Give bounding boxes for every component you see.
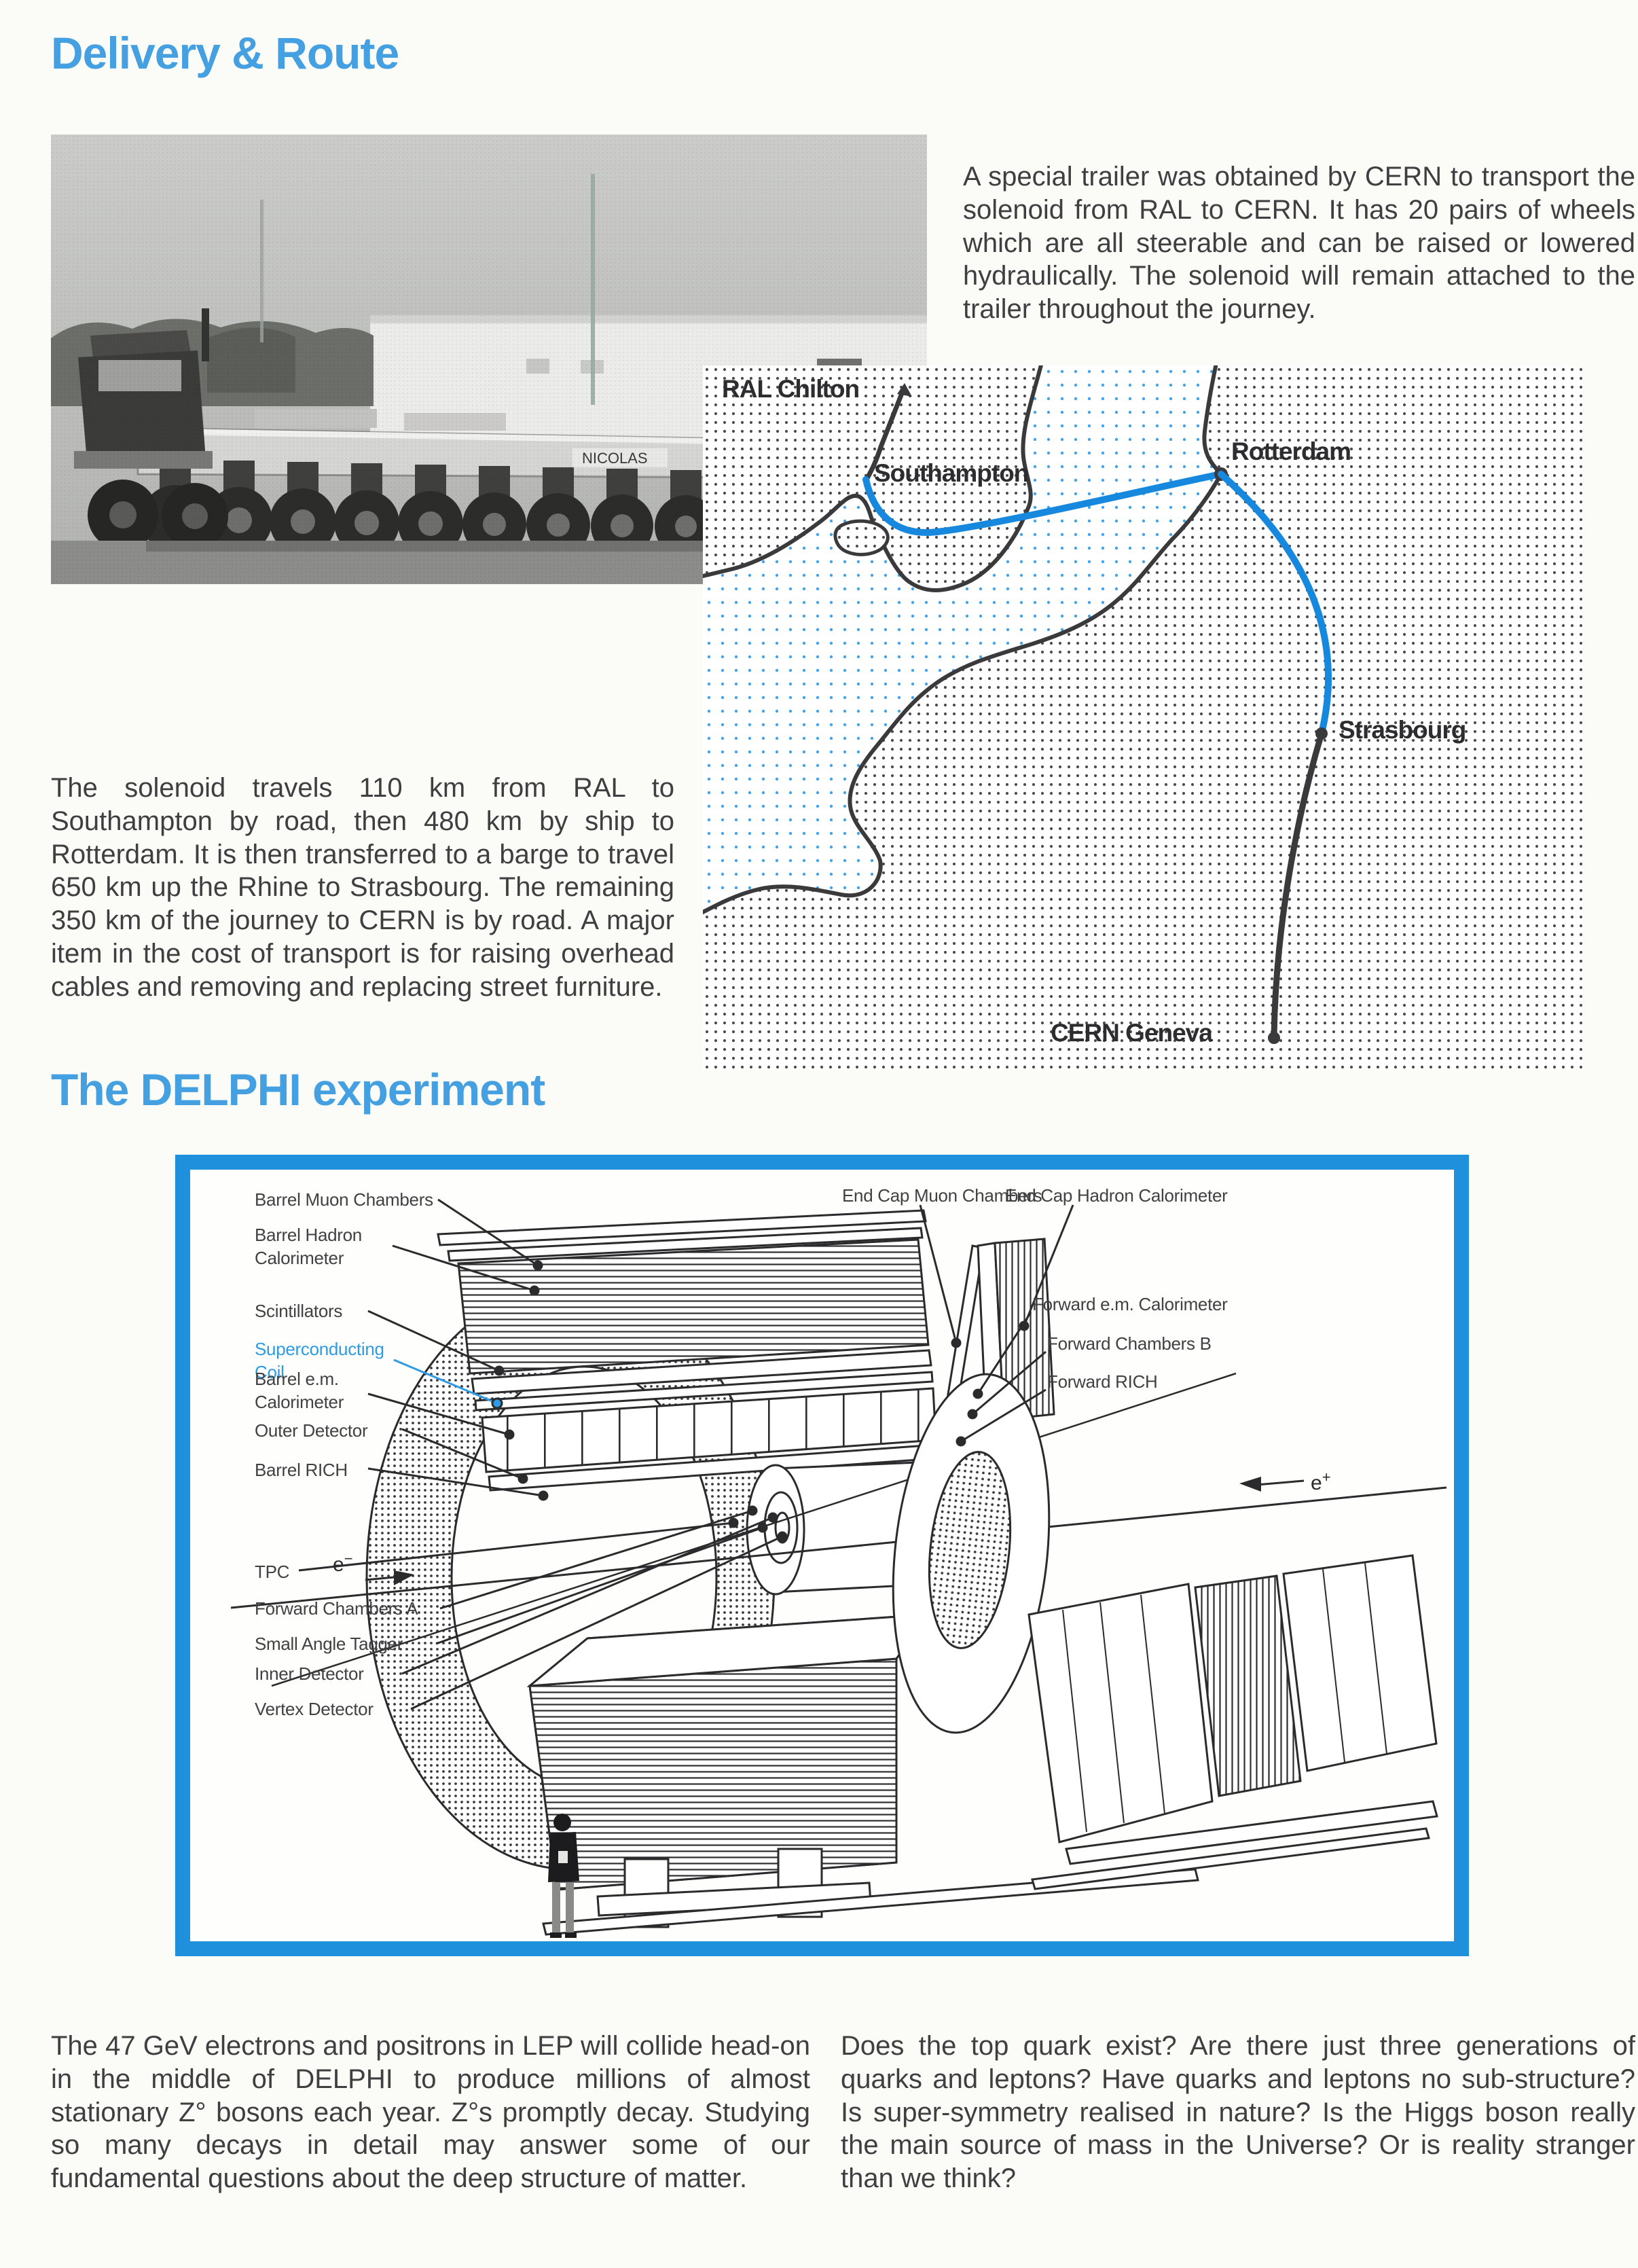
label-inner-detector: Inner Detector	[255, 1663, 364, 1684]
label-tpc: TPC	[255, 1562, 290, 1582]
map-coast-continent	[703, 365, 1224, 915]
positron-beam-arrow	[1239, 1477, 1261, 1492]
electron-arrow-shaft	[365, 1574, 410, 1581]
label-barrel-hadron-calorimeter: Barrel Hadron Calorimeter	[255, 1225, 362, 1268]
slab-line	[1364, 1562, 1387, 1754]
map-dot-cern	[1268, 1032, 1280, 1044]
label-superconducting-coil: Superconducting Coil	[255, 1339, 384, 1382]
positron-charge: +	[1322, 1469, 1331, 1486]
forward-slab-a	[1027, 1583, 1214, 1843]
trailer-intro-paragraph: A special trailer was obtained by CERN t…	[963, 162, 1635, 325]
slab-line	[1322, 1568, 1345, 1763]
bottom-left-paragraph: The 47 GeV electrons and positrons in LE…	[51, 2031, 810, 2194]
route-road-strasbourg-cern	[1271, 730, 1325, 1041]
floor-rail	[1031, 1827, 1430, 1890]
map-label-cern-geneva: CERN Geneva	[1051, 1019, 1213, 1047]
page-title-delivery-route: Delivery & Route	[51, 28, 399, 78]
label-outer-detector: Outer Detector	[255, 1420, 368, 1441]
route-ship-southampton-rotterdam	[862, 471, 1224, 536]
scintillator-band	[471, 1349, 932, 1395]
route-barge-rotterdam-strasbourg	[1218, 471, 1332, 737]
positron-beam-label: e+	[1311, 1469, 1331, 1495]
label-end-cap-hadron-calorimeter: End Cap Hadron Calorimeter	[1005, 1185, 1228, 1206]
label-barrel-muon-chambers: Barrel Muon Chambers	[255, 1189, 433, 1210]
label-forward-rich: Forward RICH	[1047, 1371, 1158, 1392]
scale-figure	[548, 1814, 579, 1938]
electron-charge: −	[344, 1550, 353, 1567]
label-end-cap-muon-chambers: End Cap Muon Chambers	[842, 1185, 1042, 1206]
label-small-angle-tagger: Small Angle Tagger	[255, 1634, 403, 1654]
forward-slab-striped	[1194, 1574, 1302, 1797]
endcap-disk-core	[928, 1451, 1012, 1649]
positron-symbol: e	[1311, 1472, 1322, 1494]
map-isle-of-wight	[833, 519, 890, 556]
label-vertex-detector: Vertex Detector	[255, 1699, 374, 1719]
electron-beam-label: e−	[333, 1550, 353, 1577]
label-forward-chambers-b: Forward Chambers B	[1047, 1333, 1212, 1354]
label-forward-em-calorimeter: Forward e.m. Calorimeter	[1032, 1294, 1228, 1314]
map-label-rotterdam: Rotterdam	[1231, 437, 1351, 465]
slab-line	[1099, 1602, 1125, 1824]
route-map: RAL Chilton Southampton Rotterdam Strasb…	[703, 365, 1582, 1070]
route-map-art	[703, 365, 1582, 1070]
slab-line	[1140, 1594, 1165, 1814]
beam-line-2	[271, 1372, 1237, 1687]
electron-symbol: e	[333, 1553, 344, 1576]
map-coast-england	[703, 365, 1043, 592]
lower-block-front	[528, 1657, 898, 1891]
map-label-southampton: Southampton	[874, 459, 1029, 487]
barrel-lid	[447, 1227, 924, 1262]
positron-arrow-shaft	[1256, 1479, 1305, 1486]
page-title-delphi-experiment: The DELPHI experiment	[51, 1064, 545, 1115]
electron-beam-arrow	[394, 1570, 414, 1585]
superconducting-coil-rod	[474, 1371, 934, 1411]
map-label-strasbourg: Strasbourg	[1339, 716, 1466, 744]
barrel-hadron-slab	[457, 1238, 930, 1375]
bottom-right-paragraph: Does the top quark exist? Are there just…	[841, 2031, 1635, 2194]
forward-slab-b	[1282, 1554, 1438, 1772]
delphi-diagram-art	[230, 1198, 1447, 1938]
route-arrow-ral	[897, 383, 912, 397]
leader-lines	[298, 1198, 1074, 1710]
floor-rail	[1065, 1800, 1438, 1865]
delphi-diagram-panel: Barrel Muon Chambers Barrel Hadron Calor…	[175, 1155, 1469, 1956]
barrel-muon-plank	[437, 1209, 927, 1246]
slab-line	[1062, 1609, 1087, 1833]
map-label-ral-chilton: RAL Chilton	[722, 375, 860, 403]
label-forward-chambers-a: Forward Chambers A	[255, 1598, 418, 1619]
label-scintillators: Scintillators	[255, 1301, 343, 1321]
label-barrel-em-calorimeter: Barrel e.m. Calorimeter	[255, 1369, 344, 1412]
journey-paragraph: The solenoid travels 110 km from RAL to …	[51, 773, 674, 1002]
delphi-detector-drawing	[230, 1209, 1447, 1936]
label-barrel-rich: Barrel RICH	[255, 1460, 348, 1480]
beam-line	[230, 1486, 1447, 1609]
